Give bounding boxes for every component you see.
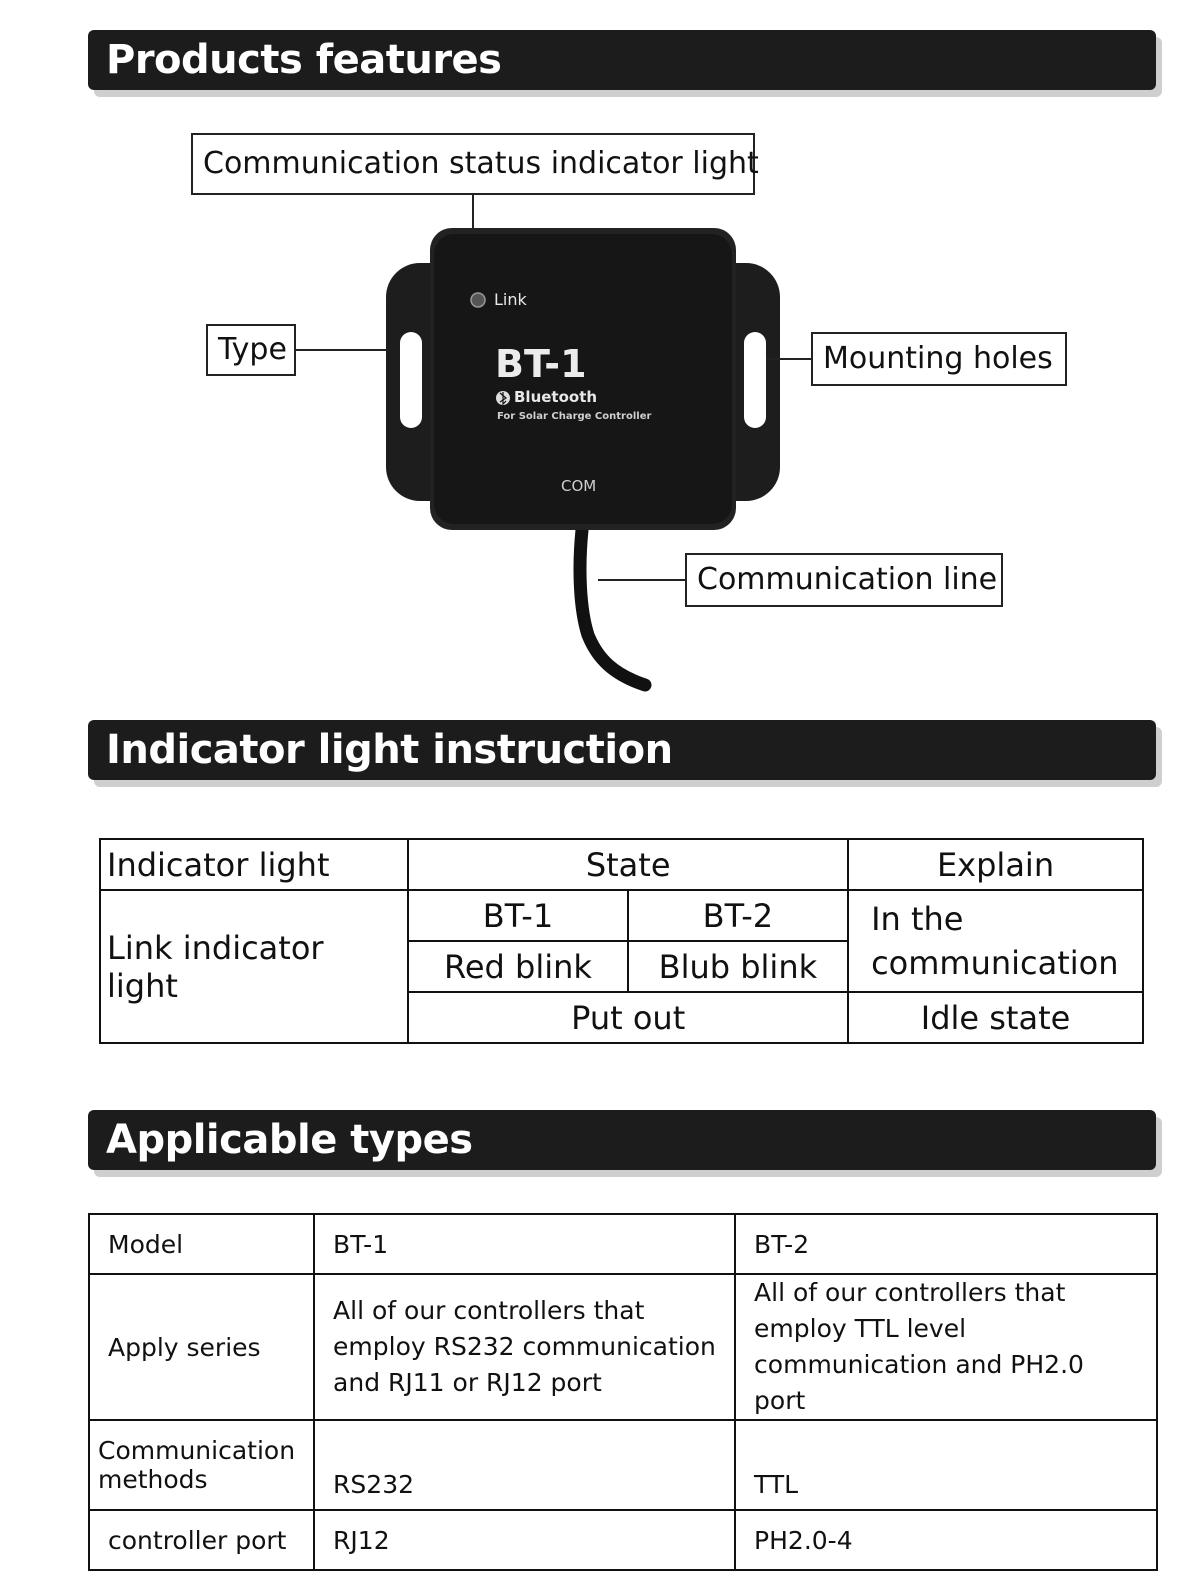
row-label-model: Model [87,1213,316,1275]
row-label-link-indicator: Link indicator light [98,889,410,1044]
table-row: Link indicator light BT-1 BT-2 In the co… [98,889,1144,1044]
device-subtitle-label: For Solar Charge Controller [497,411,652,422]
cell-bt2-apply-series: All of our controllers that employ TTL l… [734,1273,1158,1421]
mounting-hole-right [744,332,766,428]
section-title: Applicable types [106,1117,473,1163]
header-state: State [407,838,850,891]
device-illustration [386,228,780,692]
device-port-label: COM [561,477,597,495]
cell-bt2-communication-methods: TTL [734,1419,1158,1511]
table-row: Model BT-1 BT-2 [87,1213,1158,1275]
device-model-label: BT-1 [495,342,587,386]
device-link-label: Link [494,290,527,309]
row-label-controller-port: controller port [87,1509,316,1571]
communication-cable [573,523,652,692]
leader-line-communication-line [598,579,685,581]
device-brand-label: Bluetooth [514,388,598,406]
cell-bt2-controller-port: PH2.0-4 [734,1509,1158,1571]
cell-bt1-model: BT-1 [313,1213,737,1275]
callout-communication-line: Communication line [685,553,1003,607]
model-bt1: BT-1 [407,889,629,942]
callout-status-light: Communication status indicator light [191,133,759,195]
header-indicator-light: Indicator light [98,838,410,891]
model-bt2: BT-2 [626,889,850,942]
section-banner-applicable-types: Applicable types [88,1110,1156,1170]
table-header-row: Indicator light State Explain [98,838,1144,891]
mounting-hole-left [400,332,422,428]
product-diagram: Link BT-1 Bluetooth For Solar Charge Con… [0,100,1200,700]
cell-bt1-apply-series: All of our controllers that employ RS232… [313,1273,737,1421]
indicator-light-table: Indicator light State Explain Link indic… [98,838,1144,1044]
link-led-icon [470,292,486,308]
state-put-out: Put out [407,991,850,1044]
state-red-blink: Red blink [407,940,629,993]
device-face [434,234,732,524]
applicable-types-table: Model BT-1 BT-2 Apply series All of our … [87,1213,1158,1571]
leader-line-type [296,349,388,351]
callout-mounting-holes: Mounting holes [811,332,1067,386]
leader-line-status-light [472,195,474,230]
cell-bt1-controller-port: RJ12 [313,1509,737,1571]
table-row: Red blink Blub blink [100,940,1143,993]
table-row: Apply series All of our controllers that… [87,1273,1158,1421]
row-label-apply-series: Apply series [87,1273,316,1421]
table-row: controller port RJ12 PH2.0-4 [87,1509,1158,1571]
row-label-communication-methods: Communication methods [87,1419,316,1511]
table-row: Put out Idle state [100,991,1144,1044]
explain-idle-state: Idle state [847,991,1144,1044]
leader-line-mounting-holes [766,358,811,360]
section-title: Products features [106,37,502,83]
state-blub-blink: Blub blink [626,940,850,993]
explain-communication: In the communication [847,889,1144,993]
header-explain: Explain [847,838,1144,891]
cell-bt1-communication-methods: RS232 [313,1419,737,1511]
section-title: Indicator light instruction [106,727,673,773]
cell-bt2-model: BT-2 [734,1213,1158,1275]
section-banner-indicator-light: Indicator light instruction [88,720,1156,780]
callout-type: Type [206,324,296,376]
table-row: Communication methods RS232 TTL [87,1419,1158,1511]
section-banner-products-features: Products features [88,30,1156,90]
